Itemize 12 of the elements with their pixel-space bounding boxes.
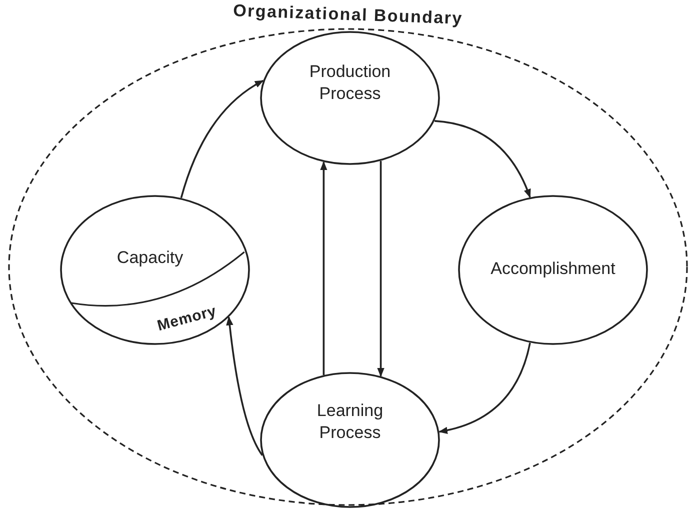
node-label: Capacity [116, 247, 184, 269]
node-label: Accomplishment [490, 258, 616, 280]
node-label: Learning Process [316, 400, 384, 444]
arrow [180, 80, 264, 198]
arrow [377, 160, 384, 377]
arrow [438, 342, 531, 434]
arrow [434, 120, 531, 198]
boundary-label: Organizational Boundary [232, 0, 464, 30]
node-label: Production Process [308, 61, 392, 106]
segment-label: Memory [154, 301, 220, 337]
arrow [320, 161, 328, 375]
arrow [226, 316, 264, 456]
